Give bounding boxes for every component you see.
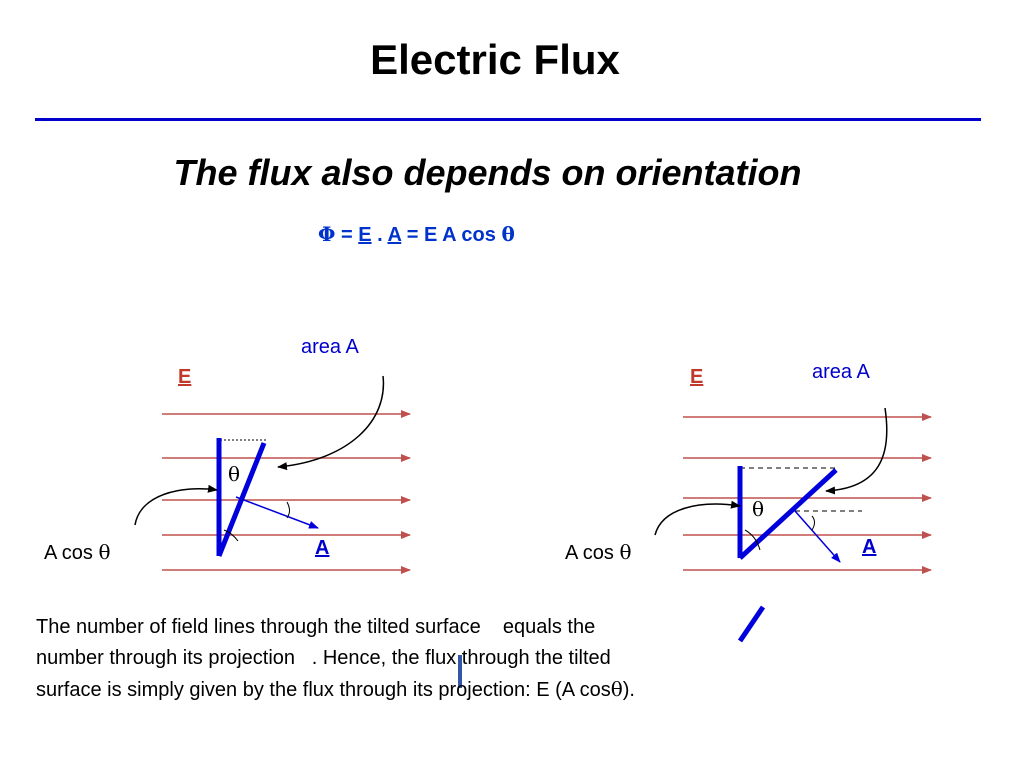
paragraph-tilted-surface-icon	[737, 605, 766, 643]
left-projection-theta: θ	[98, 540, 111, 564]
paragraph-line-3-end: ).	[622, 679, 635, 701]
left-area-vector	[235, 496, 319, 529]
slide-subtitle: The flux also depends on orientation	[173, 152, 802, 193]
left-area-pointer	[277, 375, 385, 471]
explanation-paragraph: The number of field lines through the ti…	[36, 612, 756, 706]
left-field-lines	[162, 410, 411, 574]
left-vector-label: A	[315, 537, 330, 559]
paragraph-line-3-theta: θ	[610, 677, 623, 701]
right-angle-arc	[744, 529, 761, 551]
right-projection-pointer	[654, 500, 741, 536]
right-area-pointer	[825, 407, 888, 495]
right-projection-label: A cos θ	[565, 540, 632, 565]
left-projection-pointer	[134, 484, 218, 526]
formula-eq1: =	[335, 224, 359, 246]
formula-theta: θ	[501, 222, 515, 246]
right-area-vector	[794, 510, 841, 563]
right-area-label: area A	[812, 361, 870, 383]
paragraph-line-2: number through its projection . Hence, t…	[36, 647, 611, 669]
left-angle-arc-2	[286, 501, 290, 519]
left-theta-label: θ	[228, 462, 241, 486]
paragraph-line-1: The number of field lines through the ti…	[36, 616, 596, 638]
right-theta-label: θ	[752, 497, 765, 521]
right-angle-arc-2	[811, 515, 815, 531]
right-field-label: E	[690, 366, 704, 388]
formula-rest: = E A cos	[401, 224, 502, 246]
right-projection-text: A cos	[565, 542, 620, 564]
right-tilted-surface	[738, 468, 838, 560]
title-divider	[35, 118, 981, 121]
left-projection-text: A cos	[44, 542, 99, 564]
left-diagram	[134, 375, 411, 574]
formula-e-vector: E	[358, 224, 372, 246]
right-projection-theta: θ	[619, 540, 632, 564]
formula-a-vector: A	[387, 224, 402, 246]
left-field-label: E	[178, 366, 192, 388]
right-diagram	[654, 407, 932, 574]
left-projection-label: A cos θ	[44, 540, 111, 565]
left-area-label: area A	[301, 336, 359, 358]
flux-formula: Φ = E . A = E A cos θ	[318, 222, 515, 247]
formula-phi: Φ	[318, 222, 336, 246]
paragraph-line-3-text: surface is simply given by the flux thro…	[36, 679, 611, 701]
formula-dot: .	[371, 224, 388, 246]
right-field-lines	[683, 413, 932, 574]
slide-title: Electric Flux	[370, 36, 620, 83]
paragraph-line-3: surface is simply given by the flux thro…	[36, 674, 756, 706]
left-angle-arc	[223, 529, 239, 542]
right-vector-label: A	[862, 536, 877, 558]
